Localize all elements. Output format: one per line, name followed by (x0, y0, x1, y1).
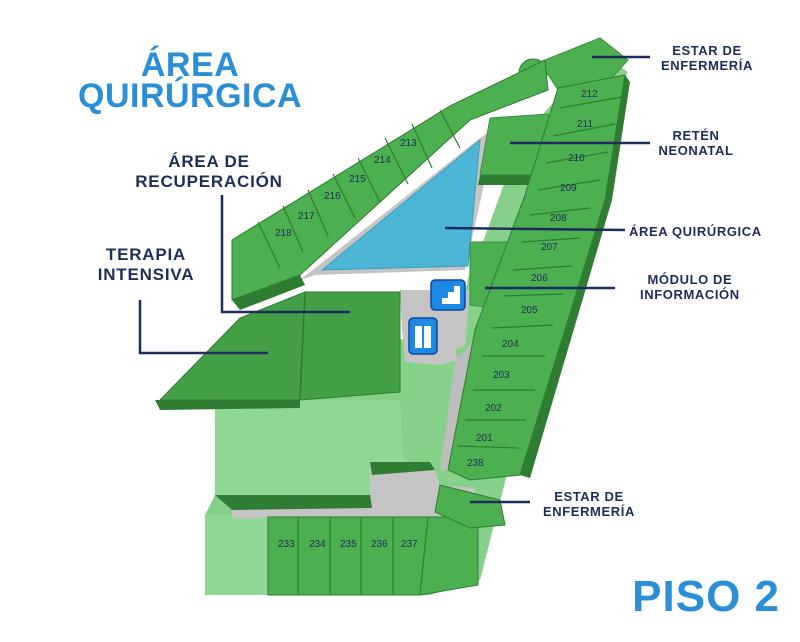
label-modulo-line2: INFORMACIÓN (640, 286, 740, 302)
stairs-icon[interactable] (430, 279, 466, 311)
room-206: 206 (531, 273, 548, 284)
room-210: 210 (568, 153, 585, 164)
room-202: 202 (485, 403, 502, 414)
room-205: 205 (521, 305, 538, 316)
room-218: 218 (275, 228, 292, 239)
label-estar-top-line1: ESTAR DE (672, 43, 742, 58)
label-terapia: TERAPIA INTENSIVA (96, 245, 196, 284)
operating-area (320, 138, 481, 271)
room-217: 217 (298, 211, 315, 222)
room-201: 201 (476, 433, 493, 444)
room-213: 213 (400, 138, 417, 149)
room-208: 208 (550, 213, 567, 224)
room-234: 234 (309, 539, 326, 550)
page-title: ÁREA QUIRÚRGICA (78, 46, 303, 116)
label-modulo: MÓDULO DE INFORMACIÓN (640, 272, 740, 303)
room-212: 212 (581, 89, 598, 100)
room-strip-edge (232, 275, 305, 310)
wall-slab-1 (215, 495, 372, 510)
label-reten-line1: RETÉN (672, 128, 720, 143)
room-237: 237 (401, 539, 418, 550)
room-column-edge (520, 75, 630, 478)
label-reten-line2: NEONATAL (658, 142, 734, 158)
room-strip-diagonal (231, 59, 549, 301)
room-233: 233 (278, 539, 295, 550)
label-estar-top-line2: ENFERMERÍA (661, 57, 753, 73)
label-estar-top: ESTAR DE ENFERMERÍA (661, 43, 753, 74)
label-recuperacion: ÁREA DE RECUPERACIÓN (130, 152, 288, 191)
estar-bottom-block (434, 484, 506, 529)
floor-label: PISO 2 (632, 572, 780, 621)
room-203: 203 (493, 370, 510, 381)
estar-top-block (539, 37, 629, 91)
label-reten: RETÉN NEONATAL (658, 128, 734, 159)
label-modulo-line1: MÓDULO DE (647, 272, 733, 287)
room-column-right (447, 74, 626, 481)
diagonal-room-dividers (257, 109, 461, 269)
room-204: 204 (502, 339, 519, 350)
title-line-2: QUIRÚRGICA (78, 77, 303, 116)
right-room-dividers (457, 96, 623, 449)
terapia-divider (299, 291, 306, 401)
bottom-right-room (419, 516, 479, 596)
label-area-quirurgica: ÁREA QUIRÚRGICA (629, 224, 762, 239)
label-estar-bottom-line2: ENFERMERÍA (543, 503, 635, 519)
terapia-edge (155, 400, 300, 410)
room-216: 216 (324, 191, 341, 202)
floor-lower (215, 400, 405, 500)
room-209: 209 (560, 183, 577, 194)
wall-slab-2 (370, 462, 435, 475)
corridor-bottom (232, 462, 478, 518)
label-estar-bottom-line1: ESTAR DE (554, 489, 624, 504)
elevator-icon[interactable] (408, 317, 438, 355)
bottom-room-dividers (297, 517, 394, 595)
room-211: 211 (577, 119, 593, 130)
room-214: 214 (374, 155, 391, 166)
label-estar-bottom: ESTAR DE ENFERMERÍA (543, 489, 635, 520)
reten-side (478, 175, 540, 185)
label-recuperacion-line1: ÁREA DE (168, 152, 250, 171)
label-terapia-line1: TERAPIA (105, 245, 187, 264)
label-terapia-line2: INTENSIVA (97, 264, 195, 284)
title-line-1: ÁREA (140, 46, 240, 84)
room-235: 235 (340, 539, 357, 550)
terapia-block (158, 291, 401, 401)
room-207: 207 (541, 242, 558, 253)
label-recuperacion-line2: RECUPERACIÓN (135, 171, 283, 191)
room-238: 238 (467, 458, 484, 469)
bottom-rooms (267, 516, 429, 596)
room-215: 215 (349, 174, 366, 185)
room-236: 236 (371, 539, 388, 550)
leader-lines (138, 55, 650, 504)
